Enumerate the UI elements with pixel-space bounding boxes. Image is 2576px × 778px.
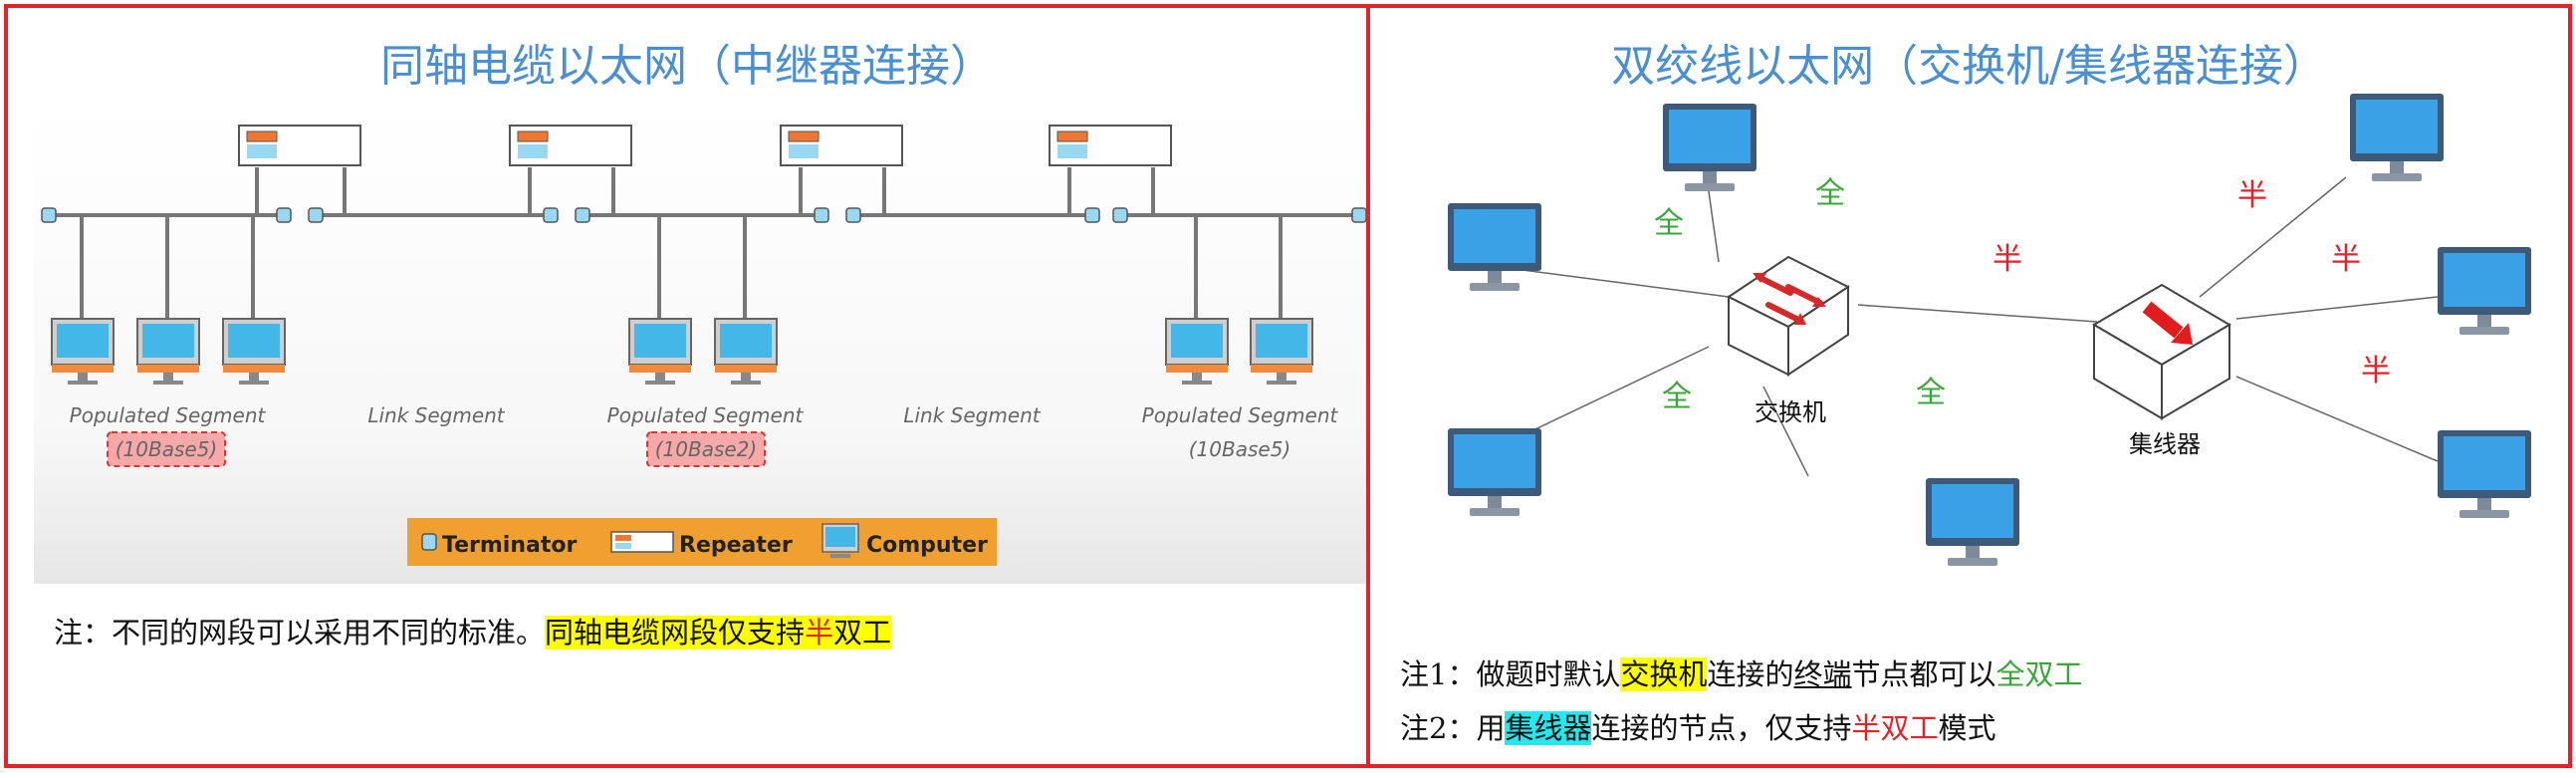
segment-label: Link Segment	[367, 403, 505, 427]
right-note-1: 注1：做题时默认交换机连接的终端节点都可以全双工	[1400, 657, 2083, 691]
switch-label: 交换机	[1755, 398, 1826, 426]
coax-diagram: Populated Segment Link Segment Populated…	[34, 108, 1367, 584]
computer	[1663, 104, 1756, 191]
segment-label: Populated Segment	[70, 403, 267, 427]
note-highlight: 同轴电缆网段仅支持半双工	[545, 616, 892, 649]
switch-icon	[1727, 255, 1850, 377]
hub-label: 集线器	[2129, 430, 2201, 458]
full-duplex-label: 全	[1654, 206, 1684, 241]
half-duplex-label: 半	[1992, 242, 2022, 277]
half-duplex-label: 半	[2361, 354, 2391, 389]
half-duplex-label: 半	[2331, 242, 2361, 277]
right-title: 双绞线以太网（交换机/集线器连接）	[1611, 41, 2327, 92]
legend-terminator: Terminator	[442, 533, 577, 558]
segment-label: Populated Segment	[607, 403, 805, 427]
legend-computer: Computer	[866, 533, 988, 558]
segment-label: Link Segment	[903, 403, 1041, 427]
segment-standard: (10Base5)	[1189, 437, 1290, 461]
links	[1499, 176, 2439, 477]
computer	[2350, 94, 2444, 181]
segment-badge	[646, 431, 766, 467]
terminator-legend-icon	[421, 533, 437, 551]
full-duplex-label: 全	[1916, 376, 1946, 410]
hub-icon	[2092, 283, 2231, 420]
segment-label: Populated Segment	[1142, 403, 1339, 427]
coax-cables	[52, 167, 1354, 319]
coax-ethernet-panel: 同轴电缆以太网（中继器连接）	[4, 4, 1370, 768]
repeater-legend-icon	[610, 531, 674, 553]
computers	[1448, 94, 2531, 566]
segment-standard: (10Base2)	[655, 437, 757, 461]
full-duplex-label: 全	[1662, 380, 1692, 414]
legend-repeater: Repeater	[679, 533, 793, 558]
computer	[2438, 247, 2531, 335]
full-duplex-label: 全	[1815, 176, 1845, 211]
computer	[1448, 203, 1541, 291]
left-note: 注：不同的网段可以采用不同的标准。同轴电缆网段仅支持半双工	[54, 610, 892, 651]
computer	[2438, 430, 2531, 518]
segment-standard: (10Base5)	[116, 437, 217, 461]
left-title: 同轴电缆以太网（中继器连接）	[380, 41, 994, 92]
computer	[1926, 478, 2019, 566]
half-duplex-label: 半	[2237, 178, 2267, 213]
legend: Terminator Repeater Computer	[407, 518, 997, 566]
computer-legend-icon	[821, 523, 859, 558]
computer	[1448, 428, 1541, 516]
segment-badge	[107, 431, 226, 467]
note-text: 注：不同的网段可以采用不同的标准。	[54, 616, 546, 649]
twisted-pair-diagram: 交换机 集线器 全 全 全 全 半 半 半 半	[1448, 94, 2531, 566]
right-note-2: 注2：用集线器连接的节点，仅支持半双工模式	[1400, 711, 1996, 745]
twisted-pair-ethernet-panel: 双绞线以太网（交换机/集线器连接）	[1366, 4, 2572, 768]
